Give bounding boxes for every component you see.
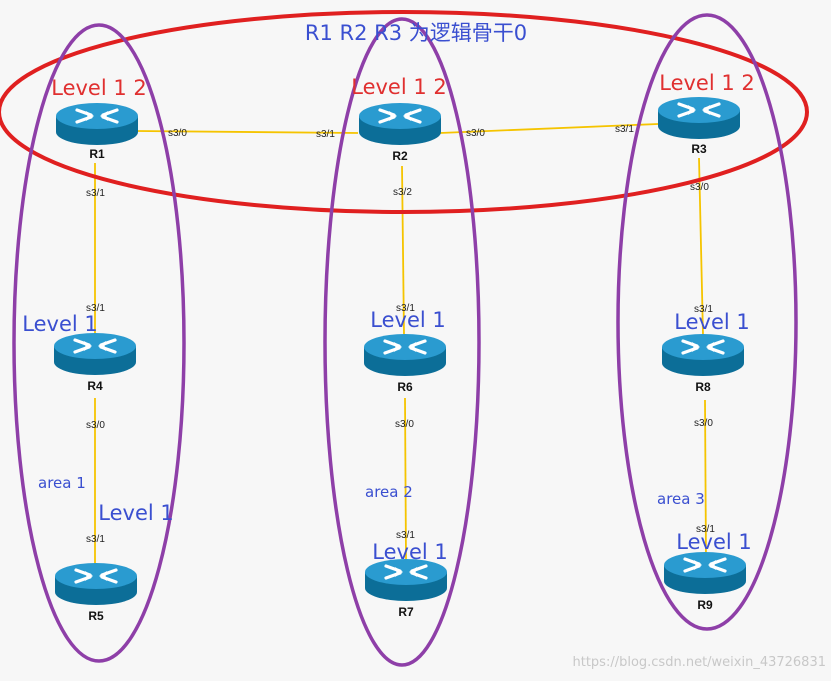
router-icon <box>662 550 748 596</box>
area1-ellipse <box>12 23 186 663</box>
router-r6-label: R6 <box>397 380 413 394</box>
port-label: s3/1 <box>696 524 715 535</box>
port-label: s3/0 <box>86 420 105 431</box>
port-label: s3/0 <box>395 419 414 430</box>
area2-label: area 2 <box>365 483 413 501</box>
router-icon <box>53 561 139 607</box>
router-r6-level: Level 1 <box>370 308 445 332</box>
interface-labels: s3/0 s3/1 s3/0 s3/1 s3/1 s3/1 s3/0 s3/1 … <box>86 124 715 545</box>
router-icon <box>660 332 746 378</box>
router-r5-level: Level 1 <box>98 501 173 525</box>
router-r8-label: R8 <box>695 380 711 394</box>
port-label: s3/2 <box>393 187 412 198</box>
router-r7[interactable]: R7 Level 1 <box>363 540 449 619</box>
link-r2-r3 <box>439 123 659 134</box>
link-r8-r9 <box>704 399 707 561</box>
router-r9-level: Level 1 <box>676 530 751 554</box>
port-label: s3/0 <box>168 128 187 139</box>
router-r3-label: R3 <box>691 142 707 156</box>
router-r3-level: Level 1 2 <box>659 71 755 95</box>
router-icon <box>54 101 140 147</box>
router-r4[interactable]: R4 Level 1 <box>22 312 138 393</box>
router-r4-label: R4 <box>87 379 103 393</box>
router-r6[interactable]: R6 Level 1 <box>362 308 448 394</box>
router-r1-level: Level 1 2 <box>51 76 147 100</box>
port-label: s3/1 <box>86 534 105 545</box>
router-r2-label: R2 <box>392 149 408 163</box>
router-icon <box>656 95 742 141</box>
router-r2-level: Level 1 2 <box>351 75 447 99</box>
backbone-ellipse <box>0 10 809 214</box>
router-r5[interactable]: R5 Level 1 <box>53 501 174 623</box>
port-label: s3/1 <box>615 124 634 135</box>
router-r7-level: Level 1 <box>372 540 447 564</box>
router-r8-level: Level 1 <box>674 310 749 334</box>
link-r6-r7 <box>404 397 407 561</box>
area2-ellipse <box>323 17 481 667</box>
router-r8[interactable]: R8 Level 1 <box>660 310 750 394</box>
link-r1-r2 <box>136 130 359 134</box>
port-label: s3/1 <box>396 530 415 541</box>
router-r4-level: Level 1 <box>22 312 97 336</box>
port-label: s3/1 <box>86 188 105 199</box>
router-r1-label: R1 <box>89 147 105 161</box>
router-icon <box>52 331 138 377</box>
link-r2-r6 <box>401 165 405 336</box>
router-r1[interactable]: R1 Level 1 2 <box>51 76 147 161</box>
link-r3-r8 <box>698 157 704 336</box>
router-icon <box>357 101 443 147</box>
port-label: s3/1 <box>694 304 713 315</box>
port-label: s3/1 <box>316 129 335 140</box>
router-icon <box>362 332 448 378</box>
port-label: s3/0 <box>466 128 485 139</box>
area3-label: area 3 <box>657 490 705 508</box>
area3-ellipse <box>616 13 798 631</box>
router-r2[interactable]: R2 Level 1 2 <box>351 75 447 163</box>
router-icon <box>363 557 449 603</box>
area1-label: area 1 <box>38 474 86 492</box>
router-r7-label: R7 <box>398 605 414 619</box>
router-r3[interactable]: R3 Level 1 2 <box>656 71 755 156</box>
diagram-title: R1 R2 R3 为逻辑骨干0 <box>305 21 527 45</box>
port-label: s3/0 <box>694 418 713 429</box>
port-label: s3/1 <box>86 303 105 314</box>
links <box>94 123 707 566</box>
router-r9-label: R9 <box>697 598 713 612</box>
router-r9[interactable]: R9 Level 1 <box>662 530 752 612</box>
port-label: s3/0 <box>690 182 709 193</box>
watermark: https://blog.csdn.net/weixin_43726831 <box>572 655 826 670</box>
port-label: s3/1 <box>396 303 415 314</box>
router-r5-label: R5 <box>88 609 104 623</box>
